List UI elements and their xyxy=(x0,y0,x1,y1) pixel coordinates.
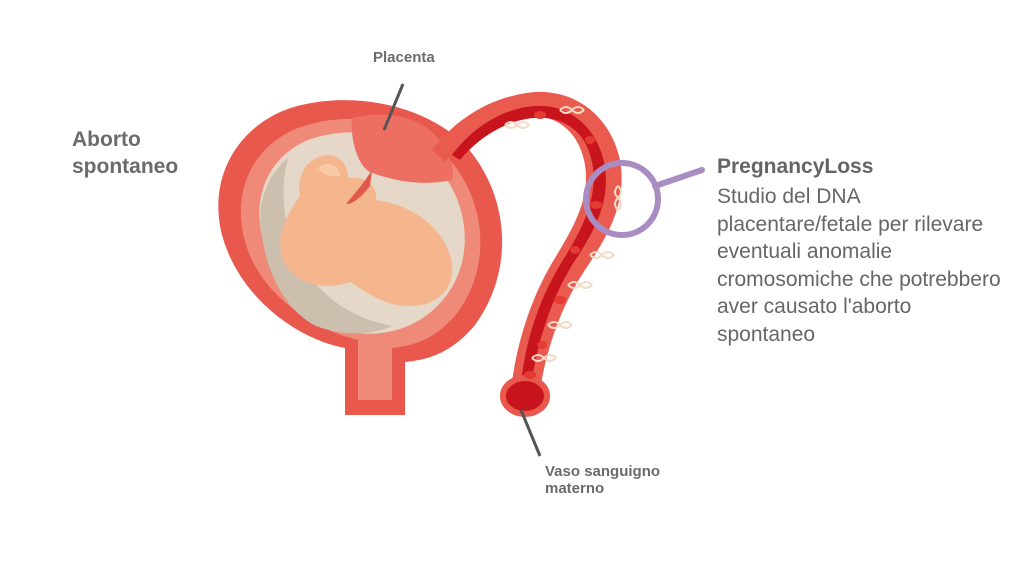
fetus xyxy=(280,155,453,307)
blood-cell xyxy=(534,111,546,119)
callout-brand: PregnancyLoss xyxy=(717,155,874,178)
blood-vessel-end xyxy=(503,378,547,414)
callout-description: Studio del DNA placentare/fetale per ril… xyxy=(717,185,1001,346)
dna-icon xyxy=(567,281,593,289)
maternal-vessel-label: Vaso sanguigno materno xyxy=(545,463,661,497)
blood-cell xyxy=(537,341,547,349)
blood-cell xyxy=(524,371,536,379)
placenta xyxy=(351,114,454,183)
magnifier-ring xyxy=(583,160,661,238)
blood-cell xyxy=(554,296,566,304)
umbilical-cord xyxy=(346,170,372,204)
dna-fragments xyxy=(504,106,622,362)
blood-vessel-end-rim xyxy=(500,375,550,417)
fetus-highlight xyxy=(318,163,340,177)
blood-cell xyxy=(570,246,580,254)
placenta-label: Placenta xyxy=(373,49,435,66)
blood-cell xyxy=(585,136,595,144)
vessel-leader-line xyxy=(519,409,542,457)
diagram-title: Aborto spontaneo xyxy=(72,128,179,178)
placenta-leader-line xyxy=(382,83,405,131)
dna-icon xyxy=(531,354,557,362)
blood-cell xyxy=(590,201,602,209)
cavity-shadow xyxy=(260,158,392,334)
dna-icon xyxy=(559,106,585,114)
dna-icon xyxy=(547,321,573,329)
dna-icon xyxy=(589,251,615,259)
dna-icon xyxy=(504,121,530,129)
blood-cells xyxy=(524,111,602,379)
magnifier-handle xyxy=(652,167,705,189)
dna-icon xyxy=(614,185,622,211)
